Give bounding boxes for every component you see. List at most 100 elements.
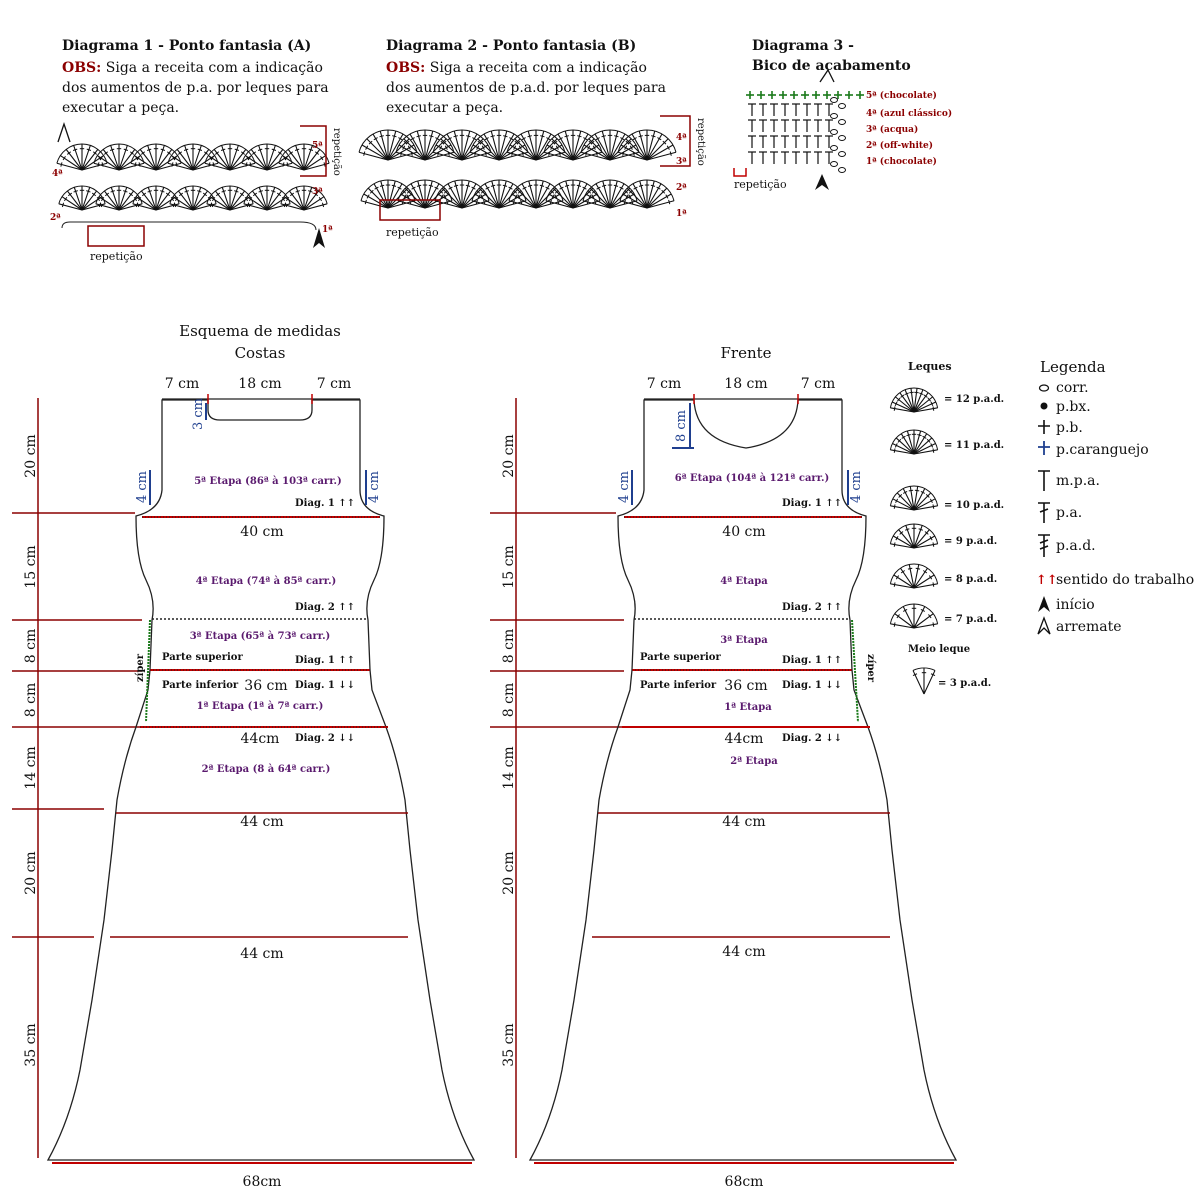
fan-stitch-bar	[276, 192, 282, 197]
fan-stitch-bar	[146, 148, 152, 151]
fan-stitch-bar	[98, 202, 102, 208]
fan-arc	[130, 143, 182, 164]
fan-stitch-bar	[550, 145, 554, 150]
fan-stitch-bar	[896, 397, 901, 402]
fan-arc	[358, 129, 418, 153]
back-stage-3: 3ª Etapa (65ª à 73ª carr.)	[190, 631, 331, 642]
fan-stitch-bar	[443, 194, 447, 199]
fan-stitch-bar	[257, 148, 263, 151]
back-lower-part: Parte inferior	[162, 680, 239, 691]
diagram-1-obs-line1: OBS: Siga a receita com a indicação	[62, 60, 323, 76]
fan-stitch-bar	[63, 196, 68, 202]
fan-stitch	[229, 196, 251, 211]
fan-arc	[432, 129, 492, 153]
fan-stitch-bar	[583, 137, 588, 141]
diagram-2-fan-top	[543, 129, 603, 161]
fan-stitch-bar	[174, 196, 179, 202]
fan-stitch	[923, 670, 936, 695]
fan-stitch-bar	[517, 194, 521, 199]
fan-stitch-bar	[927, 397, 932, 402]
fan-stitch-bar	[923, 394, 928, 398]
fan-stitch-bar	[323, 162, 326, 167]
back-height-15cm: 15 cm	[23, 545, 39, 588]
fan-stitch-bar	[897, 438, 902, 443]
half-double-icon	[1038, 470, 1050, 491]
fan-stitch-bar	[521, 137, 526, 141]
leque-fan-icon	[889, 563, 939, 589]
fan-stitch-bar	[128, 192, 134, 197]
front-width-68cm: 68cm	[725, 1174, 764, 1190]
fan-stitch-bar	[625, 194, 629, 199]
fan-stitch-bar	[564, 184, 570, 187]
fan-stitch-bar	[490, 135, 495, 138]
diagram-2-row-4: 4ª	[676, 133, 687, 143]
fan-stitch-bar	[453, 184, 459, 187]
diagram-1-fan-bottom	[280, 185, 328, 211]
fan-stitch-bar	[248, 196, 253, 202]
diagram-3-chain	[838, 135, 846, 141]
fan-stitch-bar	[656, 186, 661, 190]
fan-stitch-bar	[442, 140, 447, 145]
fan-arc	[471, 179, 527, 201]
back-stage-2: 2ª Etapa (8 à 64ª carr.)	[202, 764, 331, 775]
legend-pad: p.a.d.	[1056, 538, 1096, 554]
diagram-2-fan-bottom	[360, 179, 416, 209]
fan-stitch-bar	[170, 196, 175, 202]
fan-stitch-bar	[899, 531, 904, 535]
legend-title: Legenda	[1040, 358, 1106, 376]
diagram-2-fan-top	[506, 129, 566, 161]
fan-stitch-bar	[466, 135, 471, 138]
fan-stitch-bar	[72, 148, 78, 151]
back-title-line2: Costas	[235, 344, 286, 362]
fan-arc	[204, 143, 256, 164]
fan-stitch-bar	[585, 151, 588, 156]
fan-stitch-bar	[522, 186, 527, 190]
fan-stitch-bar	[129, 151, 135, 155]
fan-stitch-bar	[166, 151, 172, 155]
fan-stitch	[171, 155, 194, 171]
fan-stitch-bar	[591, 194, 595, 199]
diagram-2-fan-bottom	[582, 179, 638, 209]
diagram-1-obs-line3: executar a peça.	[62, 100, 179, 116]
fan-stitch-bar	[211, 196, 216, 202]
fan-stitch-bar	[207, 196, 212, 202]
front-diag1-up: Diag. 1 ↑↑	[782, 498, 842, 509]
fan-stitch-bar	[485, 186, 490, 190]
fan-stitch	[98, 196, 120, 211]
fan-stitch-bar	[502, 184, 508, 187]
legend-direction: sentido do trabalho	[1056, 572, 1194, 588]
half-leque-item: = 3 p.a.d.	[938, 678, 991, 689]
fan-stitch-bar	[453, 135, 458, 138]
leque-12: = 12 p.a.d.	[944, 394, 1004, 405]
diagram-1-obs-label: OBS:	[62, 60, 101, 76]
diagram-3-row-3: 3ª (acqua)	[866, 124, 918, 135]
back-diag2-up: Diag. 2 ↑↑	[295, 602, 355, 613]
back-height-35cm: 35 cm	[23, 1023, 39, 1066]
fan-stitch-bar	[444, 145, 448, 150]
fan-stitch	[282, 155, 305, 171]
chain-icon	[1038, 384, 1050, 392]
diagram-2-fan-bottom	[397, 179, 453, 209]
slip-stitch-icon	[1040, 402, 1048, 410]
fan-stitch-bar	[320, 156, 324, 161]
fan-stitch-bar	[651, 135, 656, 138]
fan-stitch-bar	[313, 192, 319, 197]
front-stage-3: 3ª Etapa	[720, 635, 768, 646]
fan-arc	[617, 129, 677, 153]
fan-stitch-bar	[448, 186, 453, 190]
fan-stitch-bar	[251, 151, 257, 155]
fan-stitch-bar	[66, 151, 72, 155]
finish-icon	[1037, 616, 1051, 635]
fan-stitch-bar	[919, 392, 924, 396]
fan-stitch-bar	[906, 433, 911, 437]
leque-fan-icon	[889, 603, 939, 629]
fan-stitch-bar	[619, 186, 624, 190]
back-neck-depth: 3 cm	[191, 398, 206, 430]
diagram-3-chain	[838, 103, 846, 109]
fan-stitch-bar	[586, 199, 589, 205]
fan-stitch-bar	[234, 190, 239, 193]
fan-stitch-bar	[234, 148, 240, 151]
fan-stitch-bar	[932, 582, 935, 587]
back-schematic: Esquema de medidas Costas 20 cm 15 cm 8 …	[12, 322, 476, 1190]
fan-stitch-bar	[596, 186, 601, 190]
